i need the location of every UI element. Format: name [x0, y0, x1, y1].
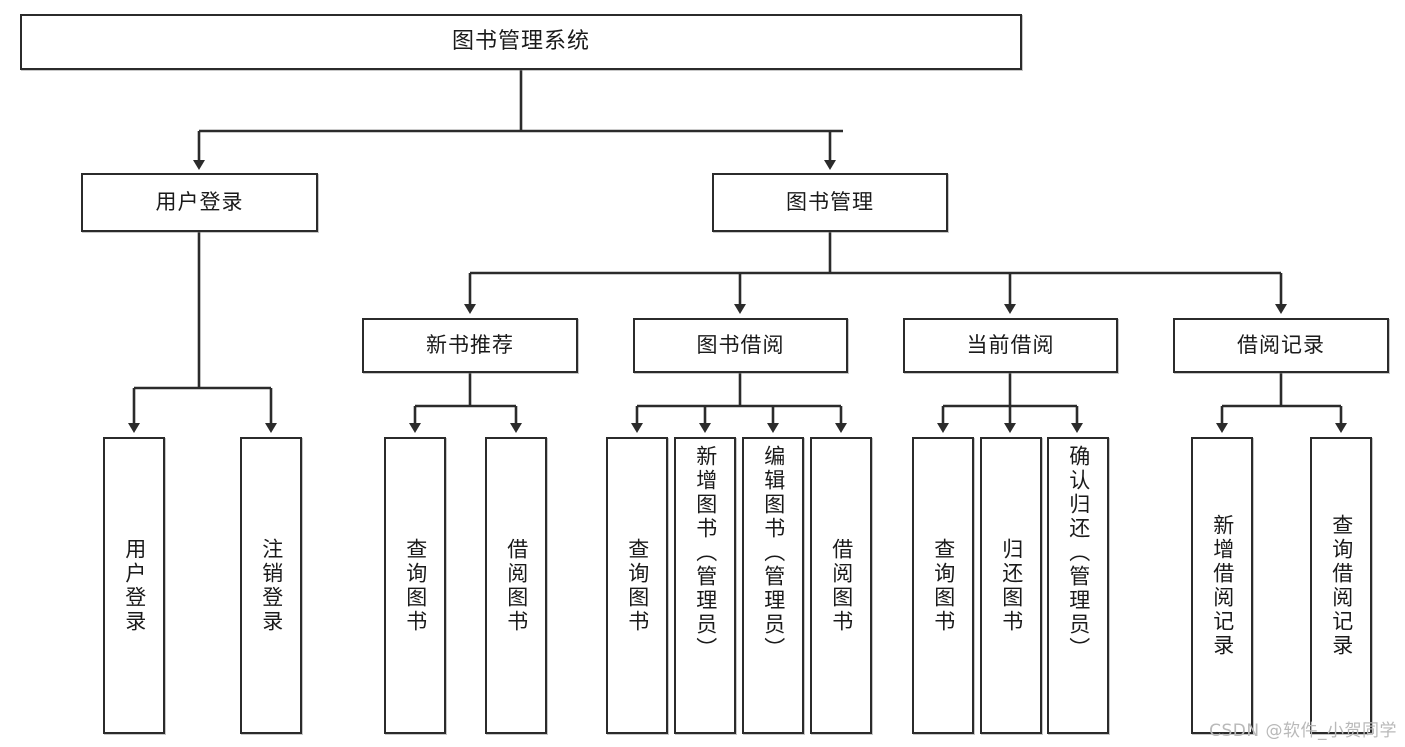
leaf-new-book-query[interactable]: 查询图书	[384, 437, 446, 734]
watermark-text: CSDN @软件_小贺同学	[1209, 721, 1397, 741]
leaf-borrow-book-label: 借阅图书	[829, 537, 854, 634]
node-current-borrow-label: 当前借阅	[966, 332, 1055, 357]
leaf-add-borrow-record[interactable]: 新增借阅记录	[1191, 437, 1253, 734]
node-book-borrow-label: 图书借阅	[696, 332, 785, 357]
node-borrow-record-label: 借阅记录	[1237, 332, 1325, 357]
node-book-management[interactable]: 图书管理	[712, 173, 948, 232]
leaf-current-query-book-label: 查询图书	[931, 537, 956, 634]
leaf-new-book-borrow-label: 借阅图书	[504, 537, 529, 634]
leaf-add-book-admin-label: 新增图书（管理员）	[693, 445, 718, 661]
leaf-borrow-query-book-label: 查询图书	[625, 537, 650, 634]
node-root[interactable]: 图书管理系统	[20, 14, 1022, 70]
node-new-book-recommend-label: 新书推荐	[426, 332, 514, 357]
node-new-book-recommend[interactable]: 新书推荐	[362, 318, 578, 373]
leaf-query-borrow-record[interactable]: 查询借阅记录	[1310, 437, 1372, 734]
leaf-user-logout-label: 注销登录	[259, 537, 284, 634]
node-user-login-label: 用户登录	[155, 189, 244, 214]
leaf-user-login[interactable]: 用户登录	[103, 437, 165, 734]
leaf-current-query-book[interactable]: 查询图书	[912, 437, 974, 734]
leaf-borrow-book[interactable]: 借阅图书	[810, 437, 872, 734]
node-book-management-label: 图书管理	[786, 189, 874, 214]
leaf-add-book-admin[interactable]: 新增图书（管理员）	[674, 437, 736, 734]
leaf-new-book-borrow[interactable]: 借阅图书	[485, 437, 547, 734]
leaf-edit-book-admin[interactable]: 编辑图书（管理员）	[742, 437, 804, 734]
leaf-borrow-query-book[interactable]: 查询图书	[606, 437, 668, 734]
node-current-borrow[interactable]: 当前借阅	[903, 318, 1118, 373]
leaf-confirm-return-admin[interactable]: 确认归还（管理员）	[1047, 437, 1109, 734]
leaf-return-book[interactable]: 归还图书	[980, 437, 1042, 734]
leaf-query-borrow-record-label: 查询借阅记录	[1329, 513, 1354, 658]
node-book-borrow[interactable]: 图书借阅	[633, 318, 848, 373]
leaf-user-logout[interactable]: 注销登录	[240, 437, 302, 734]
node-user-login[interactable]: 用户登录	[81, 173, 318, 232]
leaf-new-book-query-label: 查询图书	[403, 537, 428, 634]
node-borrow-record[interactable]: 借阅记录	[1173, 318, 1389, 373]
leaf-edit-book-admin-label: 编辑图书（管理员）	[761, 445, 786, 661]
node-root-label: 图书管理系统	[451, 28, 590, 54]
leaf-return-book-label: 归还图书	[999, 537, 1024, 634]
leaf-user-login-label: 用户登录	[122, 537, 147, 634]
leaf-add-borrow-record-label: 新增借阅记录	[1210, 513, 1235, 658]
leaf-confirm-return-admin-label: 确认归还（管理员）	[1066, 445, 1091, 661]
